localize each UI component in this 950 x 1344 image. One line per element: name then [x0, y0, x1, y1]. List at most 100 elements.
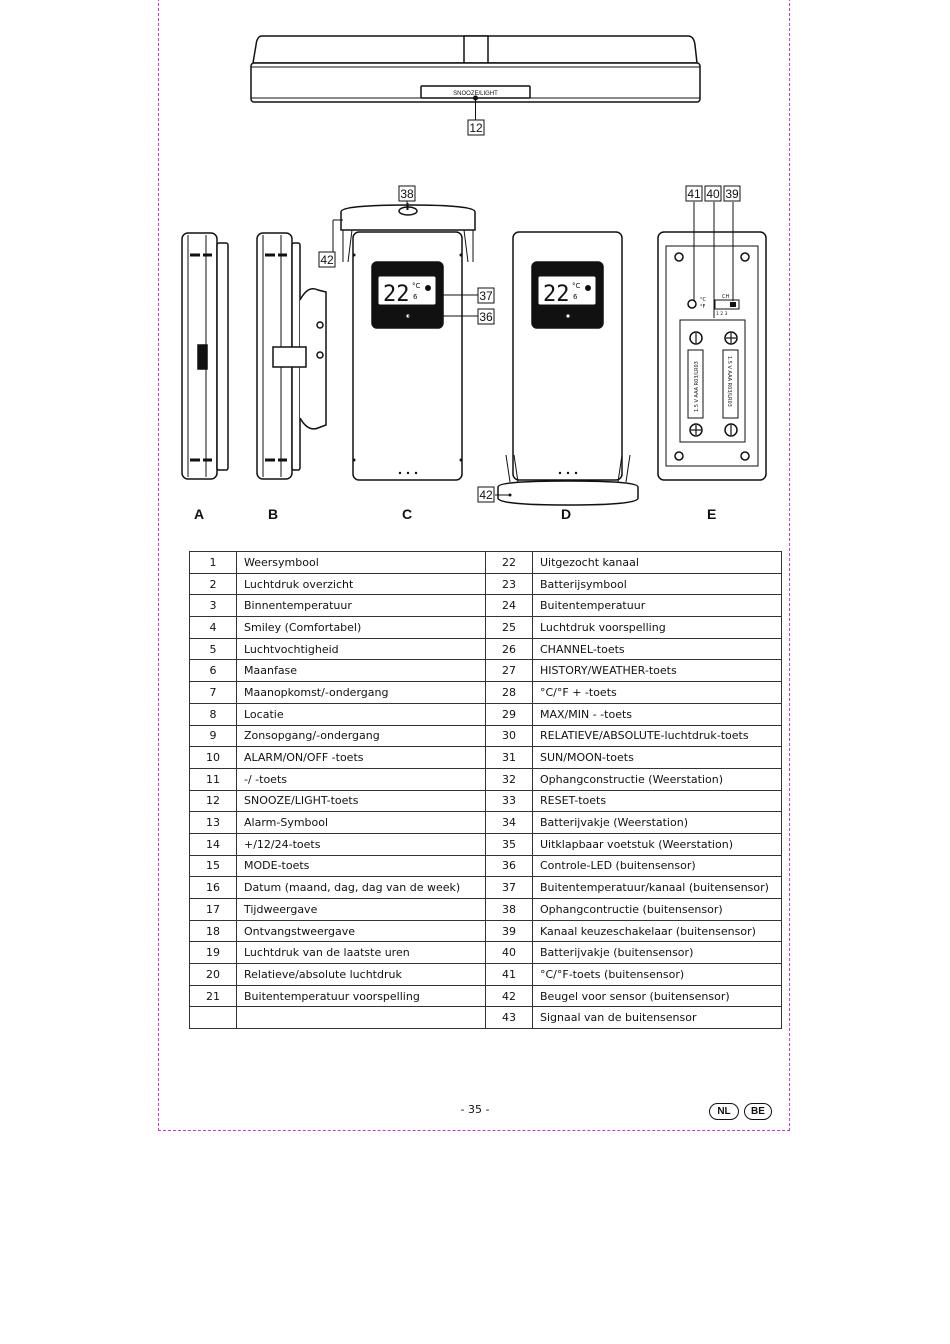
view-c-front: 22 °C 6: [332, 201, 478, 481]
part-number-cell: 32: [485, 767, 533, 791]
part-number-cell: 20: [189, 963, 237, 986]
part-description-cell: Ontvangstweergave: [236, 919, 486, 943]
part-number-cell: 8: [189, 702, 237, 726]
part-description-cell: Ophangconstructie (Weerstation): [532, 767, 782, 791]
part-number-cell: 28: [485, 681, 533, 704]
part-description-cell: RELATIEVE/ABSOLUTE-luchtdruk-toets: [532, 724, 782, 748]
part-number-cell: 17: [189, 898, 237, 921]
part-description-cell: Relatieve/absolute luchtdruk: [236, 963, 486, 986]
part-description-cell: MODE-toets: [236, 854, 486, 878]
callout-42-bottom: 42: [479, 488, 493, 502]
part-number-cell: 29: [485, 702, 533, 726]
part-description-cell: Maanopkomst/-ondergang: [236, 681, 486, 704]
unit-switch-label-c: °C: [700, 297, 707, 303]
part-description-cell: Smiley (Comfortabel): [236, 616, 486, 639]
part-description-cell: CHANNEL-toets: [532, 637, 782, 661]
part-number-cell: 3: [189, 594, 237, 618]
part-description-cell: Batterijvakje (Weerstation): [532, 811, 782, 834]
part-description-cell: Alarm-Symbool: [236, 811, 486, 834]
part-number-cell: 34: [485, 811, 533, 834]
part-description-cell: Locatie: [236, 702, 486, 726]
part-number-cell: 35: [485, 832, 533, 856]
part-number-cell: 19: [189, 941, 237, 965]
ch-label: CH: [722, 294, 729, 300]
language-badge-nl: NL: [709, 1103, 739, 1120]
part-description-cell: Buitentemperatuur/kanaal (buitensensor): [532, 876, 782, 899]
part-number-cell: 42: [485, 984, 533, 1008]
callout-36: 36: [479, 310, 493, 324]
part-description-cell: Batterijsymbool: [532, 572, 782, 596]
part-description-cell: -/ -toets: [236, 767, 486, 791]
snooze-light-label: SNOOZE/LIGHT: [453, 91, 498, 97]
part-description-cell: Buitentemperatuur voorspelling: [236, 984, 486, 1008]
part-description-cell: [236, 1006, 486, 1030]
part-description-cell: Tijdweergave: [236, 898, 486, 921]
part-description-cell: +/12/24-toets: [236, 832, 486, 856]
part-description-cell: Uitklapbaar voetstuk (Weerstation): [532, 832, 782, 856]
part-number-cell: 9: [189, 724, 237, 748]
part-description-cell: Ophangcontructie (buitensensor): [532, 898, 782, 921]
lcd-c-unit: °C: [412, 282, 421, 290]
part-number-cell: 33: [485, 789, 533, 813]
part-number-cell: 22: [485, 551, 533, 574]
part-description-cell: Luchtdruk overzicht: [236, 572, 486, 596]
device-illustration: SNOOZE/LIGHT 12: [181, 35, 767, 506]
view-b-side: [256, 232, 327, 480]
part-description-cell: Signaal van de buitensensor: [532, 1006, 782, 1030]
part-description-cell: SNOOZE/LIGHT-toets: [236, 789, 486, 813]
part-number-cell: 5: [189, 637, 237, 661]
callouts: 38 41 40 39 42 37 36 42: [318, 185, 741, 503]
part-description-cell: SUN/MOON-toets: [532, 746, 782, 769]
part-number-cell: 11: [189, 767, 237, 791]
part-number-cell: 39: [485, 919, 533, 943]
part-number-cell: 16: [189, 876, 237, 899]
part-description-cell: Buitentemperatuur: [532, 594, 782, 618]
part-description-cell: Datum (maand, dag, dag van de week): [236, 876, 486, 899]
callout-40: 40: [706, 187, 720, 201]
part-number-cell: 6: [189, 659, 237, 683]
lcd-c-temperature: 22: [383, 282, 410, 307]
part-number-cell: 30: [485, 724, 533, 748]
part-number-cell: 21: [189, 984, 237, 1008]
part-number-cell: 7: [189, 681, 237, 704]
part-description-cell: Beugel voor sensor (buitensensor): [532, 984, 782, 1008]
part-description-cell: Luchtdruk van de laatste uren: [236, 941, 486, 965]
section-label-d: D: [561, 506, 572, 522]
callout-41: 41: [687, 187, 701, 201]
part-number-cell: 27: [485, 659, 533, 683]
part-description-cell: Maanfase: [236, 659, 486, 683]
view-e-back: °C °F CH 1 2 3 1.5 V AAA R03/LR03 1.5 V …: [657, 202, 767, 481]
section-label-a: A: [194, 506, 205, 522]
part-description-cell: RESET-toets: [532, 789, 782, 813]
section-label-b: B: [268, 506, 279, 522]
part-number-cell: 40: [485, 941, 533, 965]
battery-label-right: 1.5 V AAA R03/LR03: [726, 356, 732, 407]
part-number-cell: 18: [189, 919, 237, 943]
lcd-c-decimal: 6: [413, 293, 418, 301]
part-description-cell: MAX/MIN - -toets: [532, 702, 782, 726]
part-number-cell: 26: [485, 637, 533, 661]
callout-39: 39: [725, 187, 739, 201]
callout-42-top: 42: [320, 253, 334, 267]
view-a-side: [181, 232, 229, 480]
part-number-cell: 25: [485, 616, 533, 639]
view-d-front: 22 °C 6: [495, 231, 639, 506]
part-number-cell: 41: [485, 963, 533, 986]
part-number-cell: [189, 1006, 237, 1030]
